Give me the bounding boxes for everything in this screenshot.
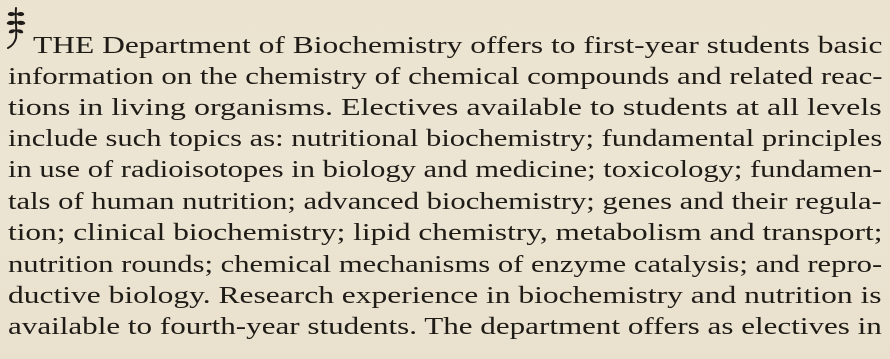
text-line-5: in use of radioisotopes in biology and m… <box>8 157 883 183</box>
text-line-7: tion; clinical biochemistry; lipid chemi… <box>8 220 883 246</box>
text-line-6: tals of human nutrition; advanced bioche… <box>8 189 882 215</box>
text-line-10: available to fourth-year students. The d… <box>8 314 882 340</box>
text-line-2: information on the chemistry of chemical… <box>8 64 883 90</box>
text-line-4: include such topics as: nutritional bioc… <box>8 126 883 152</box>
text-line-9: ductive biology. Research experience in … <box>8 283 882 309</box>
text-line-8: nutrition rounds; chemical mechanisms of… <box>8 252 883 278</box>
fleuron-ornament-icon <box>6 7 26 49</box>
text-line-3: tions in living organisms. Electives ava… <box>8 95 882 121</box>
text-line-1: THE Department of Biochemistry offers to… <box>33 33 883 59</box>
